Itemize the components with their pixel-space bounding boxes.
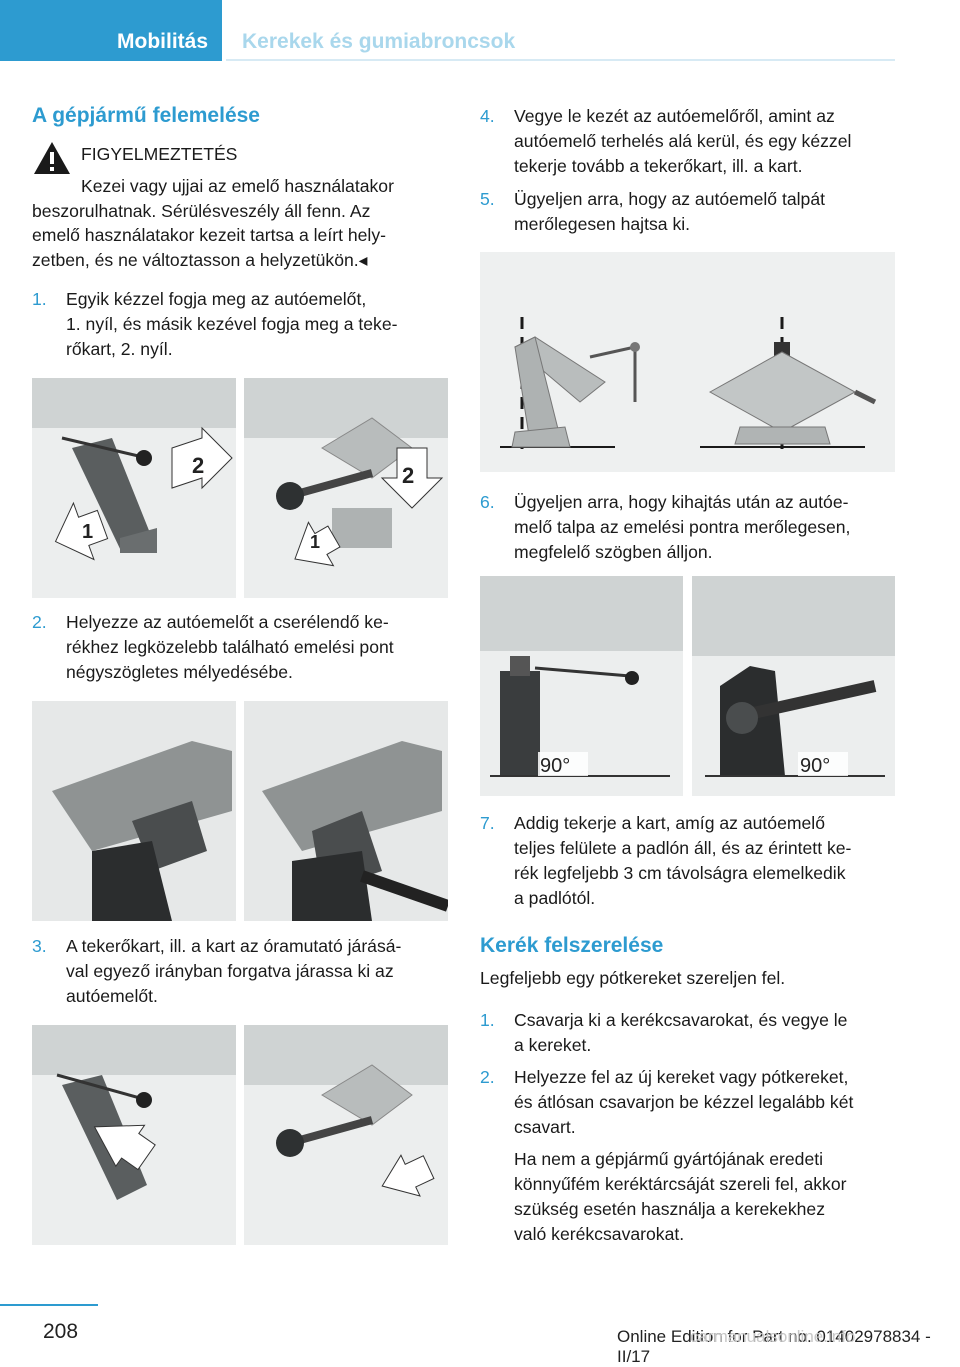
step-text: val egyező irányban forgatva járassa ki … [66, 961, 394, 981]
step-number: 1. [32, 289, 47, 309]
note-text: szükség esetén használja a kerekekhez [514, 1199, 826, 1219]
step-text: rőkart, 2. nyíl. [66, 339, 173, 359]
step-text: és átlósan csavarjon be kézzel legalább … [514, 1092, 854, 1112]
step-text: a padlótól. [514, 888, 596, 908]
arrow-label-1: 1 [82, 521, 93, 543]
step-text: négyszögletes mélyedésébe. [66, 662, 293, 682]
step-text: A tekerőkart, ill. a kart az óramutató j… [66, 936, 402, 956]
arrow-label-2: 2 [402, 463, 414, 488]
step-text: Egyik kézzel fogja meg az autóemelőt, [66, 289, 367, 309]
step-text: Ügyeljen arra, hogy kihajtás után az aut… [514, 492, 849, 512]
step-text: a kereket. [514, 1035, 592, 1055]
page-header: Mobilitás Kerekek és gumiabroncsok [0, 0, 895, 61]
step-number: 1. [480, 1010, 495, 1030]
step-text: megfelelő szögben álljon. [514, 542, 713, 562]
step-number: 7. [480, 813, 495, 833]
step-number: 5. [480, 189, 495, 209]
figure-jack-perpendicular [480, 252, 895, 472]
step-text: teljes felülete a padlón áll, és az érin… [514, 838, 852, 858]
warning-label: FIGYELMEZTETÉS [81, 144, 238, 164]
step-text: tekerje tovább a tekerőkart, ill. a kart… [514, 156, 803, 176]
figure-jack-grip: 1 2 2 1 [32, 378, 448, 598]
figure-jack-crank [32, 1025, 448, 1245]
arrow-label-2: 2 [192, 453, 204, 478]
step-text: Helyezze fel az új kereket vagy pótkerek… [514, 1067, 849, 1087]
step-text: Vegye le kezét az autóemelőről, amint az [514, 106, 835, 126]
warning-text: Kezei vagy ujjai az emelő használatakor [81, 176, 394, 196]
header-subsection-title: Kerekek és gumiabroncsok [242, 30, 516, 53]
note-text: Ha nem a gépjármű gyártójának eredeti [514, 1149, 824, 1169]
step-text: Helyezze az autóemelőt a cserélendő ke- [66, 612, 389, 632]
figure-jack-placement [32, 701, 448, 921]
angle-label: 90° [800, 755, 830, 777]
note-text: könnyűfém keréktárcsáját szereli fel, ak… [514, 1174, 847, 1194]
step-number: 3. [32, 936, 47, 956]
step-text: Ügyeljen arra, hogy az autóemelő talpát [514, 189, 826, 209]
step-text: csavart. [514, 1117, 576, 1137]
section-heading: A gépjármű felemelése [32, 104, 260, 127]
step-text: melő talpa az emelési pontra merőlegesen… [514, 517, 851, 537]
step-text: Addig tekerje a kart, amíg az autóemelő [514, 813, 825, 833]
step-number: 2. [32, 612, 47, 632]
step-text: 1. nyíl, és másik kezével fogja meg a te… [66, 314, 398, 334]
note-text: való kerékcsavarokat. [514, 1224, 685, 1244]
step-number: 2. [480, 1067, 495, 1087]
page-number: 208 [43, 1320, 79, 1343]
intro-text: Legfeljebb egy pótkereket szereljen fel. [480, 968, 786, 988]
warning-text: zetben, és ne változtasson a helyzetükön… [32, 250, 368, 270]
warning-text: emelő használatakor kezeit tartsa a leír… [32, 225, 386, 245]
warning-text: beszorulhatnak. Sérülésveszély áll fenn.… [32, 201, 371, 221]
footer-rule [0, 1304, 98, 1306]
step-text: merőlegesen hajtsa ki. [514, 214, 691, 234]
step-number: 4. [480, 106, 495, 126]
warning-icon [34, 142, 70, 174]
step-text: rék legfeljebb 3 cm távolságra elemelked… [514, 863, 846, 883]
figure-jack-90-degree: 90° 90° [480, 576, 895, 796]
step-text: autóemelő terhelés alá kerül, és egy kéz… [514, 131, 852, 151]
step-text: rékhez legközelebb található emelési pon… [66, 637, 394, 657]
arrow-label-1: 1 [310, 532, 320, 552]
header-section-title: Mobilitás [117, 30, 209, 53]
edition-text: Online Edition for Part no. 01402978834 … [617, 1327, 931, 1366]
step-text: autóemelőt. [66, 986, 158, 1006]
section-heading: Kerék felszerelése [480, 934, 664, 957]
step-number: 6. [480, 492, 495, 512]
angle-label: 90° [540, 755, 570, 777]
watermark: carmanualsonline.info [690, 1327, 856, 1346]
header-section-tab [0, 0, 222, 61]
step-text: Csavarja ki a kerékcsavarokat, és vegye … [514, 1010, 848, 1030]
